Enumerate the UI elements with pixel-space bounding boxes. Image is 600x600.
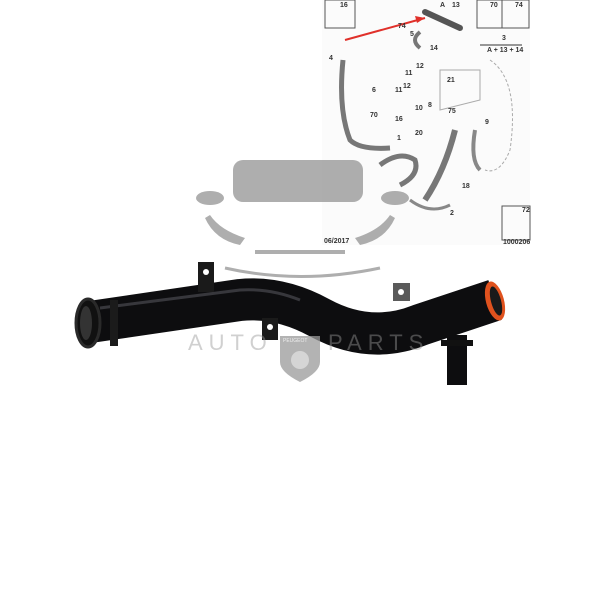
watermark-car-logo — [196, 160, 409, 278]
callout: 6 — [372, 87, 376, 94]
peugeot-badge-watermark — [280, 336, 320, 382]
callout: 20 — [415, 130, 423, 137]
callout: 21 — [447, 77, 455, 84]
callout: 72 — [522, 207, 530, 214]
callout: 74 — [398, 23, 406, 30]
callout: 5 — [410, 31, 414, 38]
callout: 18 — [462, 183, 470, 190]
callout: 75 — [448, 108, 456, 115]
callout: 13 — [452, 2, 460, 9]
watermark-text-left: AUTO — [188, 330, 273, 355]
callout: 2 — [450, 210, 454, 217]
watermark-text-right: PARTS — [328, 330, 430, 355]
callout: 1 — [397, 135, 401, 142]
callout: 74 — [515, 2, 523, 9]
parts-diagram: 16 A 13 70 74 74 3 A + 13 + 14 5 14 4 12… — [322, 0, 531, 246]
callout: A + 13 + 14 — [487, 47, 523, 54]
badge-text: PEUGEOT — [283, 338, 308, 344]
callout: 16 — [395, 116, 403, 123]
callout: 70 — [490, 2, 498, 9]
callout: 11 — [395, 87, 403, 94]
callout: 12 — [416, 63, 424, 70]
callout: 70 — [370, 112, 378, 119]
pointer-arrow — [344, 17, 426, 41]
callout: 9 — [485, 119, 489, 126]
reference-code: 1000206 — [503, 239, 530, 246]
callout: A — [440, 2, 445, 9]
callout: 10 — [415, 105, 423, 112]
callout: 14 — [430, 45, 438, 52]
date-code: 06/2017 — [324, 238, 349, 245]
callout: 3 — [502, 35, 506, 42]
callout: 8 — [428, 102, 432, 109]
coolant-pipe — [74, 262, 506, 385]
callout: 4 — [329, 55, 333, 62]
callout: 11 — [405, 70, 413, 77]
callout: 16 — [340, 2, 348, 9]
callout: 12 — [403, 83, 411, 90]
